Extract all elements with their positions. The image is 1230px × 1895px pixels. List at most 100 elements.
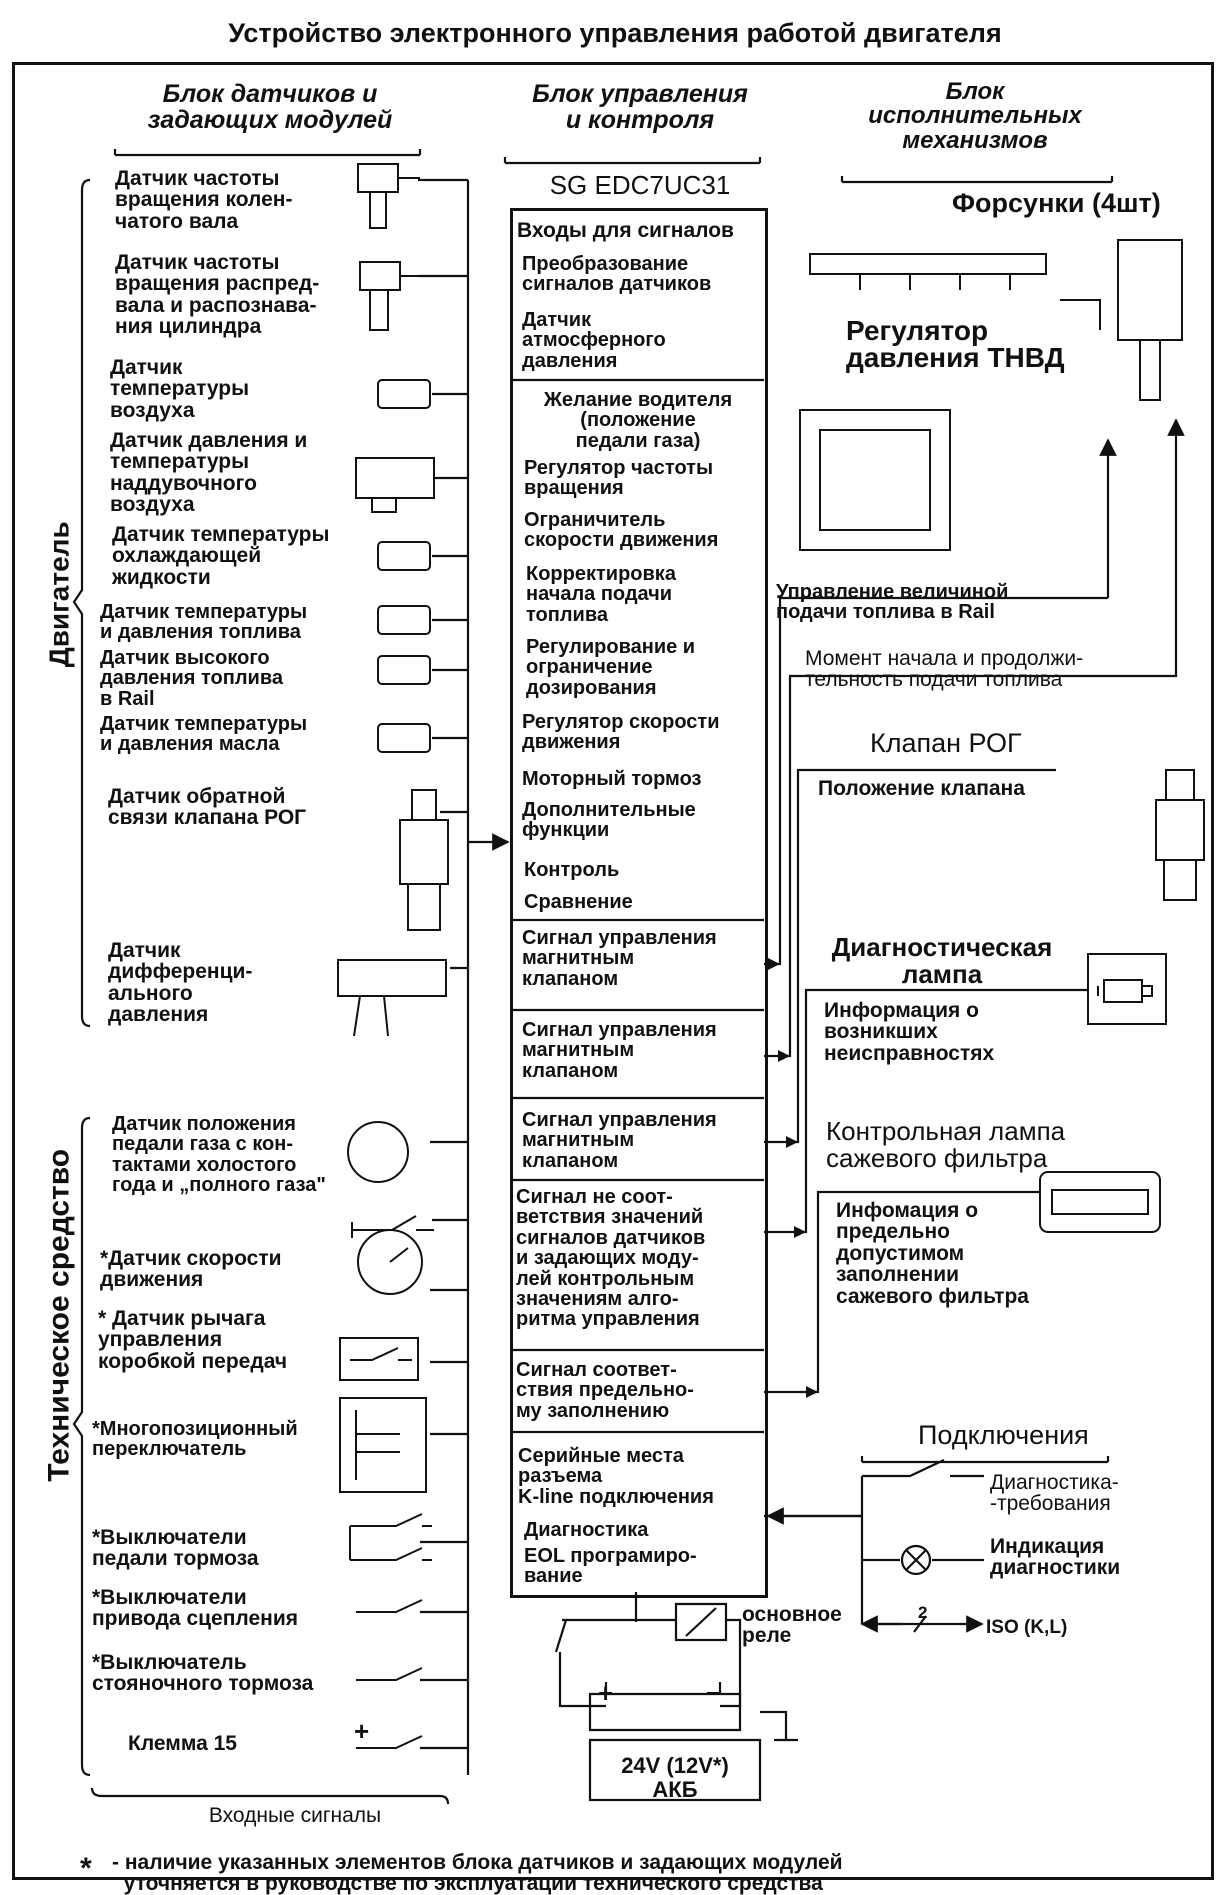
- soot-filter-lamp-label: Контрольная лампа сажевого фильтра: [826, 1116, 1066, 1173]
- ecu-comparison: Сравнение: [524, 891, 633, 913]
- bus-width-label: 2: [918, 1603, 928, 1622]
- actuators-heading-underline: [840, 176, 1114, 184]
- output-egr-valve: [764, 768, 1056, 1144]
- battery-terminals: [604, 1682, 722, 1694]
- terminal-15-switch-icon: [356, 1735, 432, 1749]
- high-pressure-pump-icon: [799, 409, 951, 551]
- ecu-sensor-conversion: Преобразование сигналов датчиков: [522, 253, 712, 296]
- camshaft-sensor-icon: [359, 261, 420, 331]
- sensor-coolant-temperature: Датчик температуры охлаждающей жидкости: [112, 523, 330, 589]
- ecu-monitoring: Контроль: [524, 859, 620, 881]
- ecu-frame: [510, 208, 768, 1598]
- output-fill-limit: [764, 1190, 1040, 1394]
- differential-pressure-sensor-icon: [337, 959, 447, 1037]
- ecu-cruise-control: Регулятор скорости движения: [522, 711, 720, 754]
- ecu-heading-underline: [503, 157, 762, 165]
- ecu-diagnostics: Диагностика: [524, 1519, 649, 1541]
- sensor-boost-pressure-temperature: Датчик давления и температуры наддувочно…: [110, 429, 308, 517]
- injector-stubs-icon: [859, 274, 1011, 290]
- injector-icon: [1117, 239, 1183, 401]
- injector-connector-line: [1060, 299, 1101, 330]
- sensor-rail-pressure: Датчик высокого давления топлива в Rail: [100, 647, 283, 710]
- sensors-heading-underline: [113, 149, 422, 157]
- rail-pressure-sensor-icon: [377, 655, 431, 685]
- ecu-atm-pressure-sensor: Датчик атмосферного давления: [522, 309, 666, 372]
- multiposition-switch: *Многопозиционный переключатель: [92, 1418, 298, 1461]
- vehicle-group-brace: [72, 1116, 91, 1777]
- egr-valve-icon: [1155, 769, 1205, 901]
- sensor-bus-taps: [418, 178, 468, 1750]
- ecu-speed-limiter: Ограничитель скорости движения: [524, 509, 719, 552]
- main-relay-box: [674, 1602, 728, 1642]
- input-signals-label: Входные сигналы: [208, 1804, 382, 1827]
- indicator-lamp-cross: [905, 1549, 927, 1571]
- terminal-15: Клемма 15: [128, 1732, 237, 1755]
- connections-heading: Подключения: [918, 1420, 1089, 1450]
- ecu-speed-governor: Регулятор частоты вращения: [524, 457, 714, 500]
- arrow-rail-control: [768, 958, 780, 970]
- sensor-vehicle-speed: *Датчик скорости движения: [100, 1247, 282, 1292]
- ecu-eol-programming: EOL програмиро- вание: [524, 1545, 697, 1588]
- injectors-label: Форсунки (4шт): [952, 188, 1161, 218]
- output-mismatch: [764, 988, 1140, 1234]
- main-relay-label: основное реле: [742, 1603, 842, 1648]
- ecu-fill-limit-signal: Сигнал соответ- ствия предельно- му запо…: [516, 1359, 694, 1422]
- ecu-dosing-control: Регулирование и ограничение дозирования: [526, 636, 696, 699]
- sensor-gear-lever: * Датчик рычага управления коробкой пере…: [98, 1307, 288, 1373]
- coolant-sensor-icon: [377, 541, 431, 571]
- input-signals-brace: [90, 1787, 450, 1805]
- arrow-injection-timing: [778, 1050, 790, 1062]
- accelerator-pedal-sensor-icon: [347, 1121, 409, 1183]
- egr-valve-label: Клапан РОГ: [870, 728, 1022, 758]
- sensor-crankshaft-speed: Датчик частоты вращения колен- чатого ва…: [115, 167, 293, 233]
- ecu-driver-demand: Желание водителя (положение педали газа): [543, 389, 733, 452]
- sensor-differential-pressure: Датчик дифференци- ального давления: [108, 939, 253, 1027]
- diagnostic-lamp-label: Диагностическая лампа: [831, 932, 1053, 989]
- multiposition-switch-icon: [339, 1397, 427, 1493]
- air-temperature-sensor-icon: [377, 379, 431, 409]
- injection-timing-label: Момент начала и продолжи- тельность пода…: [805, 647, 1084, 692]
- indicator-lamp-icon: [900, 1544, 932, 1576]
- egr-feedback-sensor-icon: [399, 789, 449, 931]
- soot-filter-symbol-icon: [1051, 1189, 1149, 1215]
- brake-switch-icon: [349, 1513, 432, 1561]
- speedometer-needle-icon: [389, 1247, 409, 1263]
- iso-k-l-label: ISO (K,L): [986, 1617, 1068, 1638]
- output-rail-control: [764, 596, 1108, 966]
- ecu-solenoid-signal-2: Сигнал управления магнитным клапаном: [522, 1019, 717, 1082]
- bus-slash: [913, 1615, 927, 1633]
- sensor-egr-feedback: Датчик обратной связи клапана РОГ: [108, 785, 307, 830]
- actuators-heading: Блок исполнительных механизмов: [868, 78, 1082, 154]
- main-relay-coil: [685, 1607, 717, 1637]
- sensor-camshaft-speed: Датчик частоты вращения распред- вала и …: [115, 251, 320, 339]
- connections-heading-underline: [860, 1456, 1110, 1464]
- sensor-fuel-temperature-pressure: Датчик температуры и давления топлива: [100, 601, 308, 644]
- sensors-heading: Блок датчиков и задающих модулей: [147, 80, 393, 134]
- pump-regulator-label: Регулятор давления ТНВД: [846, 315, 1065, 373]
- engine-check-symbol-icon: [1097, 979, 1153, 1003]
- clutch-switches: *Выключатели привода сцепления: [92, 1586, 298, 1631]
- battery-ground: [760, 1710, 798, 1742]
- ecu-injection-timing-correction: Корректировка начала подачи топлива: [526, 563, 676, 626]
- ecu-solenoid-signal-1: Сигнал управления магнитным клапаном: [522, 927, 717, 990]
- fuel-rail-icon: [809, 253, 1047, 275]
- ecu-solenoid-signal-3: Сигнал управления магнитным клапаном: [522, 1109, 717, 1172]
- ecu-heading: Блок управления и контроля: [532, 80, 748, 134]
- sensor-oil-temperature-pressure: Датчик температуры и давления масла: [100, 713, 308, 756]
- arrow-mismatch: [794, 1226, 806, 1238]
- outer-frame: [12, 62, 1214, 1880]
- sensor-air-temperature: Датчик температуры воздуха: [110, 356, 250, 422]
- oil-sensor-icon: [377, 723, 431, 753]
- fault-info-label: Информация о возникших неисправностях: [824, 999, 995, 1065]
- diagram-title: Устройство электронного управления работ…: [228, 18, 1002, 48]
- arrow-fill-limit: [806, 1386, 818, 1398]
- parking-brake-switch: *Выключатель стояночного тормоза: [92, 1651, 314, 1696]
- relay-wiring: [554, 1592, 742, 1708]
- ecu-additional-functions: Дополнительные функции: [522, 799, 696, 842]
- footnote-star: *: [80, 1852, 92, 1885]
- ecu-mismatch-signal: Сигнал не соот- ветствия значений сигнал…: [516, 1186, 706, 1331]
- diagnostic-indication-label: Индикация диагностики: [990, 1535, 1121, 1580]
- terminal-15-plus: +: [354, 1716, 369, 1746]
